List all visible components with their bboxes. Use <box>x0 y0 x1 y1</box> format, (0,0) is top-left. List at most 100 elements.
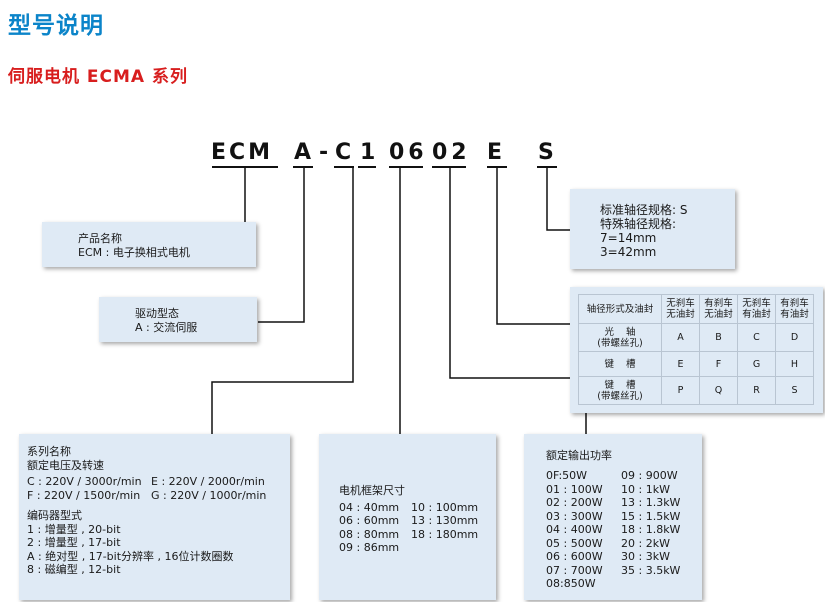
connector-shaft <box>546 168 570 231</box>
frame-08: 08 : 80mm <box>339 527 400 541</box>
product-name-box: 产品名称 ECM : 电子换相式电机 <box>42 222 256 267</box>
code-ecm: ECM <box>211 140 274 165</box>
connector-power <box>449 168 587 434</box>
seal-row-0-name: 光 轴 (带螺丝孔) <box>578 323 662 352</box>
seal-row-1-cell-2: G <box>737 351 776 377</box>
voltage-row-2: F : 220V / 1500r/min G : 220V / 1000r/min <box>27 489 266 503</box>
power-04: 04 : 400W <box>546 523 603 536</box>
connector-seal <box>496 168 570 325</box>
code-encoder: 1 <box>360 140 376 165</box>
underline-encoder <box>358 166 376 168</box>
frame-13: 13 : 130mm <box>411 514 479 527</box>
connector-series <box>211 168 354 434</box>
power-10: 10 : 1kW <box>621 482 670 496</box>
seal-row-1-name: 键 槽 <box>578 351 662 377</box>
shaft-diameter-box: 标准轴径规格: S 特殊轴径规格: 7=14mm 3=42mm <box>570 189 735 269</box>
power-15: 15 : 1.5kW <box>621 509 681 523</box>
drive-type-box: 驱动型态 A : 交流伺服 <box>99 297 257 342</box>
seal-row-0-cell-1: B <box>699 323 738 352</box>
underline-ecm <box>212 166 278 168</box>
seal-row-2-cell-1: Q <box>699 376 738 405</box>
power-02: 02 : 200W <box>546 496 603 509</box>
power-18: 18 : 1.8kW <box>621 523 681 536</box>
code-seal: E <box>487 140 503 165</box>
seal-header-4: 有刹车 有油封 <box>775 294 814 324</box>
seal-header-3: 无刹车 有油封 <box>737 294 776 324</box>
code-frame: 06 <box>389 140 428 165</box>
seal-row-0-cell-2: C <box>737 323 776 352</box>
product-name-label: 产品名称 <box>78 232 122 245</box>
frame-10: 10 : 100mm <box>411 500 479 514</box>
power-07: 07 : 700W <box>546 563 603 577</box>
power-label: 额定输出功率 <box>546 449 612 462</box>
power-right-column: 09 : 900W 10 : 1kW 13 : 1.3kW 15 : 1.5kW… <box>621 469 680 577</box>
seal-table: 轴径形式及油封 无刹车 无油封 有刹车 无油封 无刹车 有油封 有刹车 有油封 … <box>578 294 814 405</box>
shaft-content: 标准轴径规格: S 特殊轴径规格: 7=14mm 3=42mm <box>600 203 687 259</box>
power-30: 30 : 3kW <box>621 550 670 563</box>
shaft-standard: 标准轴径规格: S <box>600 203 688 217</box>
seal-row-0-cell-0: A <box>661 323 700 352</box>
code-shaft: S <box>538 140 554 165</box>
frame-row-4: 09 : 86mm <box>339 541 478 555</box>
voltage-g: G : 220V / 1000r/min <box>151 488 267 502</box>
power-0f: 0F:50W <box>546 469 588 482</box>
encoder-8: 8 : 磁编型 , 12-bit <box>27 563 121 576</box>
voltage-c: C : 220V / 3000r/min <box>27 475 142 488</box>
power-08: 08:850W <box>546 577 596 590</box>
frame-row-1: 04 : 40mm 10 : 100mm <box>339 501 478 515</box>
power-left-column: 0F:50W 01 : 100W 02 : 200W 03 : 300W 04 … <box>546 469 603 591</box>
underline-drive <box>293 166 313 168</box>
seal-row-plain: 光 轴 (带螺丝孔) A B C D <box>578 323 814 352</box>
frame-18: 18 : 180mm <box>411 527 479 541</box>
encoder-label: 编码器型式 <box>27 509 82 522</box>
power-box: 额定输出功率 0F:50W 01 : 100W 02 : 200W 03 : 3… <box>524 434 702 600</box>
page-title: 型号说明 <box>8 13 104 39</box>
series-label: 系列名称 <box>27 445 71 458</box>
shaft-special-3: 3=42mm <box>600 245 657 259</box>
code-power: 02 <box>432 140 471 165</box>
seal-row-2-cell-3: S <box>775 376 814 405</box>
underline-seal <box>487 166 507 168</box>
page-subtitle: 伺服电机 ECMA 系列 <box>8 67 188 87</box>
power-05: 05 : 500W <box>546 536 603 550</box>
frame-04: 04 : 40mm <box>339 500 400 514</box>
seal-row-keyway: 键 槽 E F G H <box>578 351 814 377</box>
seal-row-1-cell-0: E <box>661 351 700 377</box>
power-35: 35 : 3.5kW <box>621 563 681 577</box>
code-drive: A <box>294 140 312 165</box>
connector-drive <box>258 168 305 323</box>
voltage-row-1: C : 220V / 3000r/min E : 220V / 2000r/min <box>27 475 266 489</box>
frame-09: 09 : 86mm <box>339 541 400 554</box>
power-09: 09 : 900W <box>621 469 678 482</box>
voltage-f: F : 220V / 1500r/min <box>27 488 141 502</box>
voltage-e: E : 220V / 2000r/min <box>151 475 265 488</box>
code-series: C <box>335 140 352 165</box>
code-dash: - <box>319 140 329 165</box>
seal-row-keyway-screw: 键 槽 (带螺丝孔) P Q R S <box>578 376 814 405</box>
seal-row-0-cell-3: D <box>775 323 814 352</box>
power-20: 20 : 2kW <box>621 536 670 550</box>
seal-row-2-cell-2: R <box>737 376 776 405</box>
seal-header-row: 轴径形式及油封 无刹车 无油封 有刹车 无油封 无刹车 有油封 有刹车 有油封 <box>578 294 814 324</box>
seal-header-1: 无刹车 无油封 <box>661 294 700 324</box>
power-06: 06 : 600W <box>546 550 603 563</box>
power-01: 01 : 100W <box>546 482 603 496</box>
seal-row-1-cell-1: F <box>699 351 738 377</box>
power-03: 03 : 300W <box>546 509 603 523</box>
seal-row-2-cell-0: P <box>661 376 700 405</box>
seal-table-box: 轴径形式及油封 无刹车 无油封 有刹车 无油封 无刹车 有油封 有刹车 有油封 … <box>570 287 823 413</box>
power-13: 13 : 1.3kW <box>621 496 681 509</box>
seal-header-0: 轴径形式及油封 <box>578 294 662 324</box>
frame-size-label: 电机框架尺寸 <box>339 484 405 497</box>
encoder-a: A : 绝对型 , 17-bit分辨率 , 16位计数圈数 <box>27 549 234 563</box>
frame-row-3: 08 : 80mm 18 : 180mm <box>339 528 478 542</box>
drive-type-value: A : 交流伺服 <box>135 321 198 334</box>
encoder-2: 2 : 增量型 , 17-bit <box>27 536 121 549</box>
product-name-value: ECM : 电子换相式电机 <box>78 246 190 259</box>
encoder-1: 1 : 增量型 , 20-bit <box>27 522 121 536</box>
